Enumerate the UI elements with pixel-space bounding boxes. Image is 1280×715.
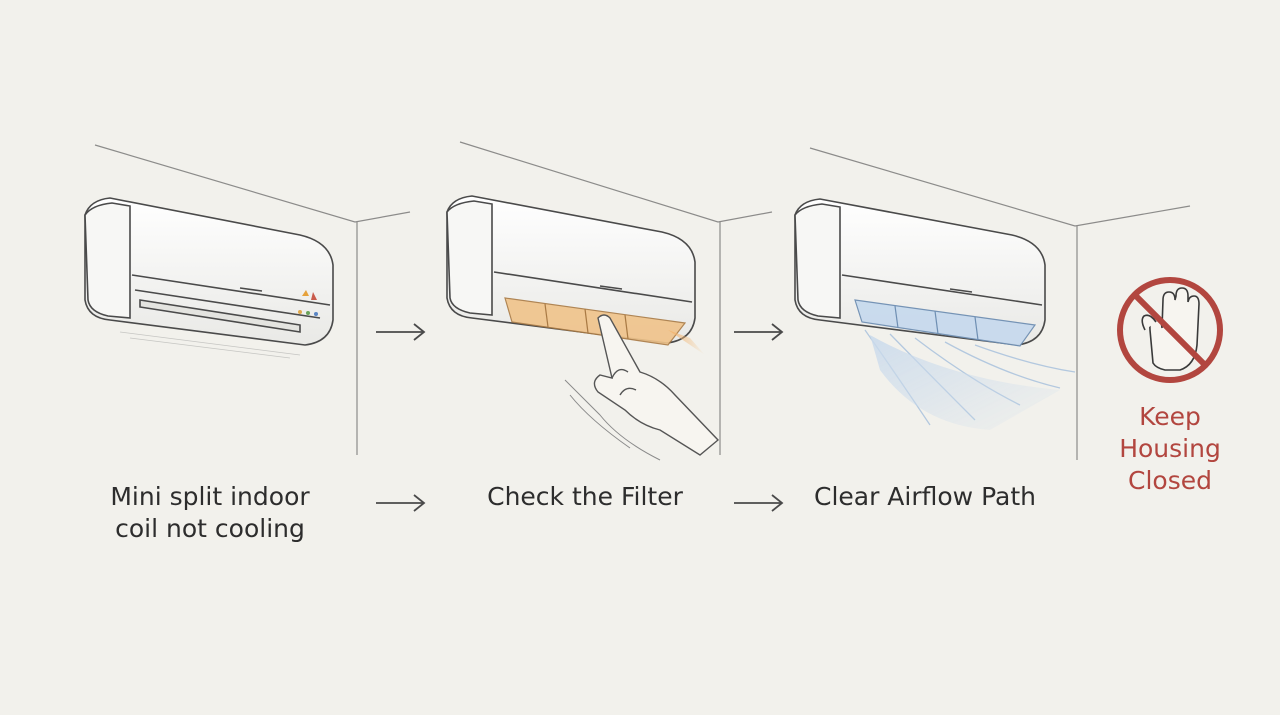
airflow-streams xyxy=(864,329,1076,430)
warning-label: Keep Housing Closed xyxy=(1119,402,1221,495)
arrow-row2-2 xyxy=(734,494,784,512)
arrow-row2-1 xyxy=(376,494,426,512)
ac-unit-1 xyxy=(84,197,334,346)
hatch-shadow-1 xyxy=(119,331,301,359)
no-touch-hand-icon xyxy=(1117,277,1223,383)
arrow-row1-2 xyxy=(734,323,784,341)
step-label-1: Mini split indoor coil not cooling xyxy=(110,482,310,543)
arrow-row1-1 xyxy=(376,323,426,341)
step-label-3: Clear Airflow Path xyxy=(813,482,1036,511)
pointing-hand xyxy=(564,314,720,461)
clear-vent xyxy=(854,299,1037,347)
step-label-2: Check the Filter xyxy=(487,482,683,511)
filter-panel xyxy=(504,297,705,355)
wall-lines xyxy=(94,141,1191,460)
